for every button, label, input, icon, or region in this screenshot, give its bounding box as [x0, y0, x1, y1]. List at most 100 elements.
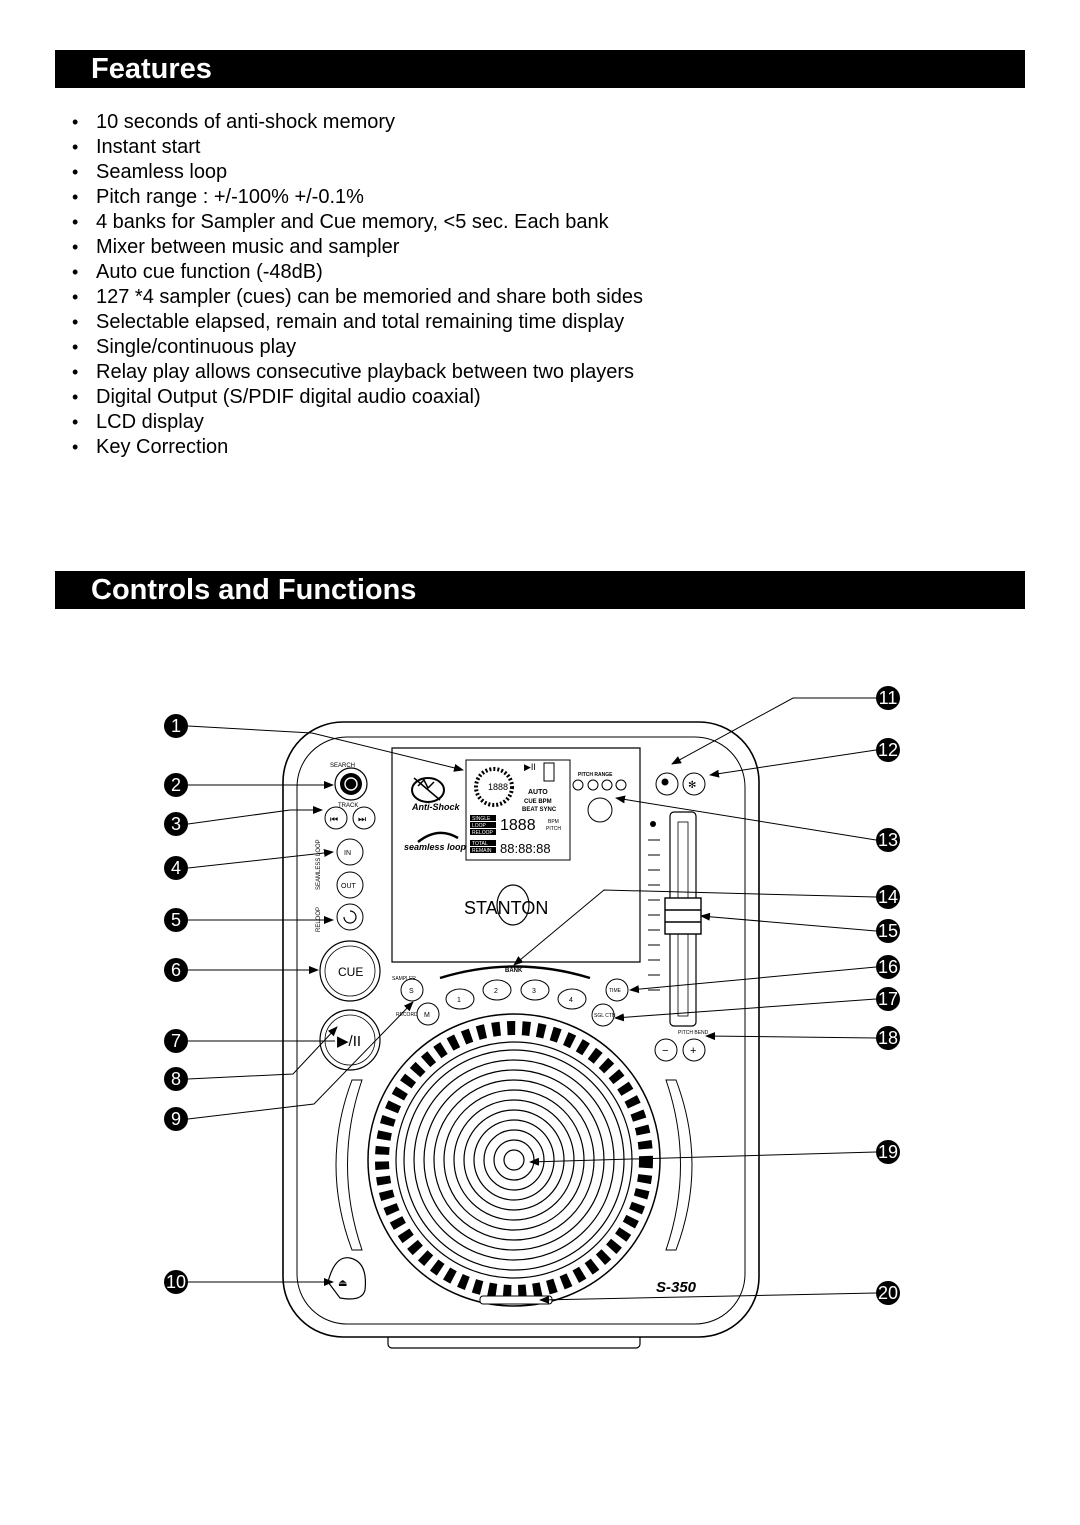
- cue-button[interactable]: [319, 940, 381, 1002]
- jog-wheel-outer[interactable]: [367, 1013, 661, 1307]
- search-label: SEARCH: [330, 763, 355, 769]
- svg-text:IN: IN: [344, 850, 351, 857]
- pitch-bend-minus-button[interactable]: [654, 1038, 678, 1062]
- pitch-bend-plus-button[interactable]: [682, 1038, 706, 1062]
- svg-text:SINGLE: SINGLE: [472, 816, 491, 822]
- bank-button-2[interactable]: [482, 979, 512, 1001]
- lcd-rotation-indicator: [474, 767, 514, 807]
- loop-out-button[interactable]: [336, 871, 364, 899]
- track-prev-button[interactable]: [324, 806, 348, 830]
- callout-3: 3: [164, 812, 188, 836]
- feature-item: •127 *4 sampler (cues) can be memoried a…: [72, 286, 643, 308]
- feature-item: •Selectable elapsed, remain and total re…: [72, 311, 625, 333]
- svg-text:⏮: ⏮: [330, 814, 338, 824]
- search-knob[interactable]: [334, 767, 368, 801]
- svg-text:PITCH: PITCH: [546, 826, 561, 832]
- model-label: S-350: [656, 1279, 697, 1296]
- callout-2: 2: [164, 773, 188, 797]
- controls-heading: Controls and Functions: [55, 571, 1025, 609]
- svg-text:RELOOP: RELOOP: [472, 830, 494, 836]
- bullet: •: [72, 412, 79, 432]
- feature-item: •Auto cue function (-48dB): [72, 261, 323, 283]
- callout-5: 5: [164, 908, 188, 932]
- track-next-button[interactable]: [352, 806, 376, 830]
- bullet: •: [72, 337, 79, 357]
- svg-text:BPM: BPM: [548, 819, 559, 825]
- svg-text:⏭: ⏭: [358, 814, 366, 824]
- bullet: •: [72, 137, 79, 157]
- reloop-button[interactable]: [336, 903, 364, 931]
- time-button[interactable]: [605, 978, 629, 1002]
- seamless-loop-logo: seamless loop: [404, 831, 467, 852]
- stanton-logo: STANTON: [464, 884, 548, 926]
- display-panel: [391, 747, 641, 963]
- device-base: [387, 1319, 641, 1349]
- pitch-range-button[interactable]: [587, 797, 613, 823]
- pitch-slider-handle[interactable]: [664, 897, 702, 935]
- feature-item: •10 seconds of anti-shock memory: [72, 111, 396, 133]
- svg-text:1888: 1888: [500, 817, 536, 834]
- seamless-loop-label: SEAMLESS LOOP: [316, 839, 322, 890]
- callout-13: 13: [876, 828, 900, 852]
- svg-text:TIME: TIME: [609, 988, 622, 994]
- svg-text:TOTAL: TOTAL: [472, 841, 488, 847]
- callout-9: 9: [164, 1107, 188, 1131]
- callout-6: 6: [164, 958, 188, 982]
- pitch-range-leds: [572, 779, 627, 791]
- sampler-s-button[interactable]: [400, 978, 424, 1002]
- svg-text:M: M: [424, 1012, 430, 1019]
- lcd-screen: 1888 ▶II AUTO CUE BPM BEAT SYNC SINGLE L…: [465, 759, 571, 861]
- svg-text:OUT: OUT: [341, 883, 357, 890]
- svg-text:1888: 1888: [488, 782, 508, 792]
- bank-button-4[interactable]: [557, 988, 587, 1010]
- record-m-button[interactable]: [416, 1002, 440, 1026]
- features-heading: Features: [55, 50, 1025, 88]
- bullet: •: [72, 187, 79, 207]
- sampler-label: SAMPLER: [392, 976, 416, 982]
- play-pause-button[interactable]: [319, 1009, 381, 1071]
- device-body: [282, 721, 760, 1338]
- callout-leaders: [187, 697, 877, 1304]
- bank-button-3[interactable]: [520, 979, 550, 1001]
- callout-18: 18: [876, 1026, 900, 1050]
- play-pause-indicator: ▶II: [524, 762, 536, 772]
- callout-1: 1: [164, 714, 188, 738]
- svg-text:88:88:88: 88:88:88: [500, 841, 551, 856]
- pitch-led: [650, 821, 656, 827]
- bullet: •: [72, 437, 79, 457]
- bullet: •: [72, 212, 79, 232]
- sgl-ctn-button[interactable]: [591, 1003, 615, 1027]
- loop-in-button[interactable]: [336, 838, 364, 866]
- feature-item: •Pitch range : +/-100% +/-0.1%: [72, 186, 364, 208]
- svg-text:+: +: [690, 1045, 696, 1057]
- bank-button-1[interactable]: [445, 988, 475, 1010]
- callout-19: 19: [876, 1140, 900, 1164]
- relay-button[interactable]: [682, 772, 706, 796]
- feature-item: •LCD display: [72, 411, 204, 433]
- jog-wheel-center: [503, 1149, 525, 1171]
- anti-shock-logo: Anti-Shock: [411, 777, 460, 812]
- svg-text:S: S: [409, 988, 414, 995]
- device-inner-body: [296, 736, 746, 1325]
- feature-item: •4 banks for Sampler and Cue memory, <5 …: [72, 211, 609, 233]
- bullet: •: [72, 262, 79, 282]
- svg-text:AUTO: AUTO: [528, 789, 548, 796]
- callout-10: 10: [164, 1270, 188, 1294]
- feature-item: •Seamless loop: [72, 161, 228, 183]
- svg-text:CUE BPM: CUE BPM: [524, 799, 552, 805]
- callout-17: 17: [876, 987, 900, 1011]
- bullet: •: [72, 162, 79, 182]
- svg-text:3: 3: [532, 988, 536, 995]
- eject-button[interactable]: [327, 1257, 367, 1300]
- svg-text:BEAT SYNC: BEAT SYNC: [522, 807, 557, 813]
- svg-text:REMAIN: REMAIN: [472, 848, 492, 854]
- feature-item: •Mixer between music and sampler: [72, 236, 400, 258]
- svg-text:STANTON: STANTON: [464, 898, 548, 918]
- feature-item: •Single/continuous play: [72, 336, 297, 358]
- svg-text:LOOP: LOOP: [472, 823, 487, 829]
- features-list: •10 seconds of anti-shock memory •Instan…: [72, 110, 643, 460]
- bank-label: BANK: [505, 968, 523, 974]
- key-correction-button[interactable]: [655, 772, 679, 796]
- svg-text:CUE: CUE: [338, 965, 363, 979]
- svg-text:▶/II: ▶/II: [337, 1033, 361, 1050]
